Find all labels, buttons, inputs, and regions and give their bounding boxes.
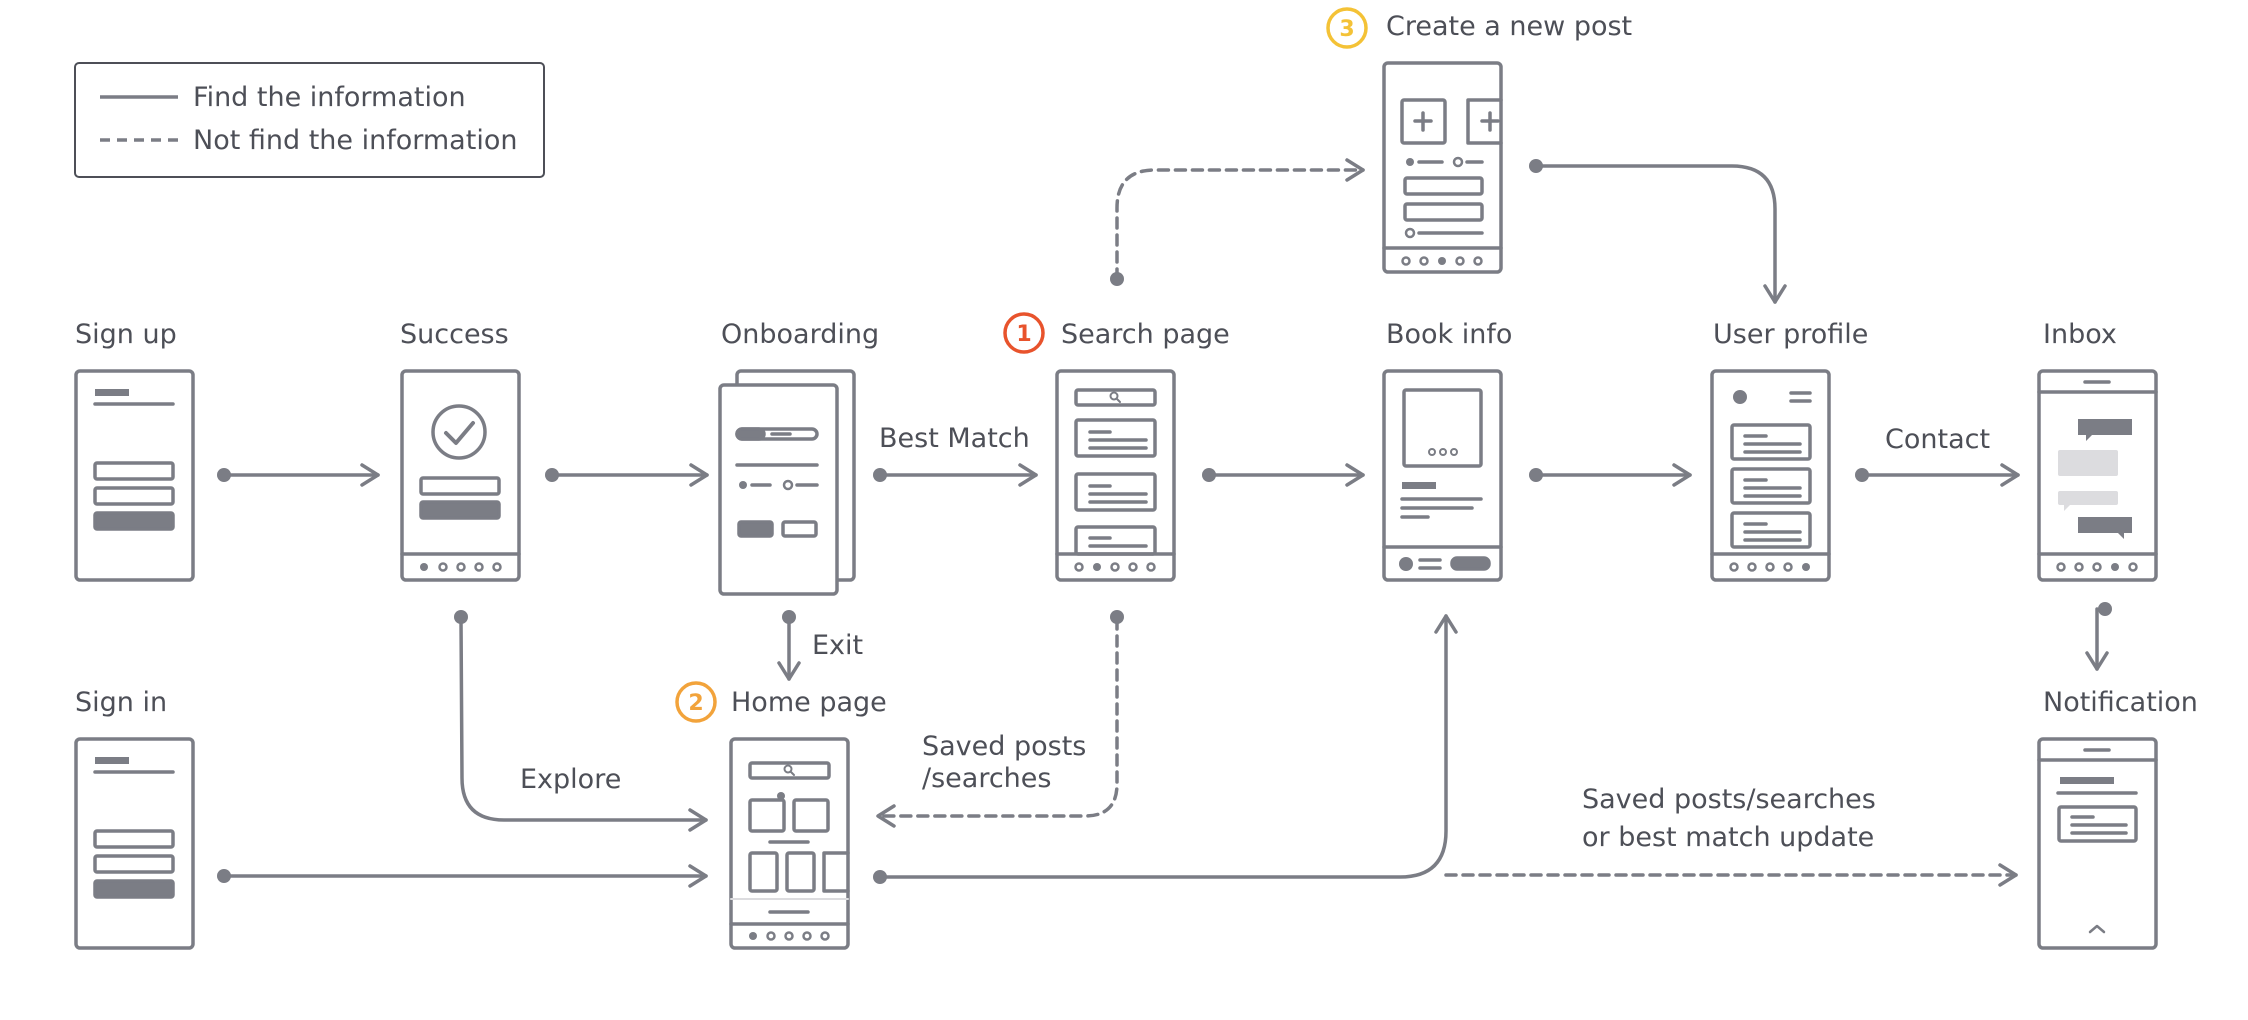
legend-solid-label: Find the information (193, 82, 466, 113)
label-create-post: Create a new post (1386, 11, 1632, 42)
edge-label-saved-2: /searches (922, 763, 1051, 794)
edge-search-createpost (1115, 158, 1365, 281)
label-home-page: Home page (731, 687, 887, 718)
badge-create: 3 (1326, 7, 1368, 49)
edge-createpost-profile (1534, 164, 1787, 304)
edge-label-update-2: or best match update (1582, 822, 1874, 853)
svg-text:1: 1 (1016, 322, 1031, 347)
connector-dots (217, 159, 2112, 884)
avatar (1733, 390, 1747, 404)
label-notification: Notification (2043, 687, 2198, 718)
checkmark-icon (444, 421, 475, 445)
edge-label-contact: Contact (1885, 424, 1990, 455)
edge-success-home (459, 617, 708, 832)
label-user-profile: User profile (1713, 319, 1868, 350)
phone-home-page (729, 737, 850, 950)
phone-sign-in (74, 737, 195, 950)
svg-text:3: 3 (1339, 17, 1354, 42)
label-book-info: Book info (1386, 319, 1512, 350)
check-circle-icon (431, 404, 487, 460)
legend: Find the information Not find the inform… (74, 62, 545, 178)
label-search-page: Search page (1061, 319, 1230, 350)
label-inbox: Inbox (2043, 319, 2117, 350)
legend-dashed-label: Not find the information (193, 125, 517, 156)
phone-onboarding (718, 369, 856, 596)
phone-search-page (1055, 369, 1176, 582)
edge-label-explore: Explore (520, 764, 621, 795)
phone-success (400, 369, 521, 582)
search-icon (1109, 391, 1119, 401)
chevron-up-icon (2088, 924, 2106, 934)
label-sign-in: Sign in (75, 687, 167, 718)
label-sign-up: Sign up (75, 319, 177, 350)
edge-label-best-match: Best Match (879, 423, 1030, 454)
phone-user-profile (1710, 369, 1831, 582)
label-success: Success (400, 319, 509, 350)
phone-inbox (2037, 369, 2158, 582)
svg-text:2: 2 (688, 691, 703, 716)
phone-book-info (1382, 369, 1503, 582)
phone-notification (2037, 737, 2158, 950)
badge-home: 2 (675, 681, 717, 723)
edge-label-update-1: Saved posts/searches (1582, 784, 1876, 815)
label-onboarding: Onboarding (721, 319, 879, 350)
edge-search-home (876, 617, 1119, 828)
phone-sign-up (74, 369, 195, 582)
phone-create-post (1382, 61, 1503, 274)
edge-label-saved-1: Saved posts (922, 731, 1086, 762)
edge-home-bookinfo (878, 614, 1458, 879)
edge-label-exit: Exit (812, 630, 863, 661)
badge-search: 1 (1003, 312, 1045, 354)
